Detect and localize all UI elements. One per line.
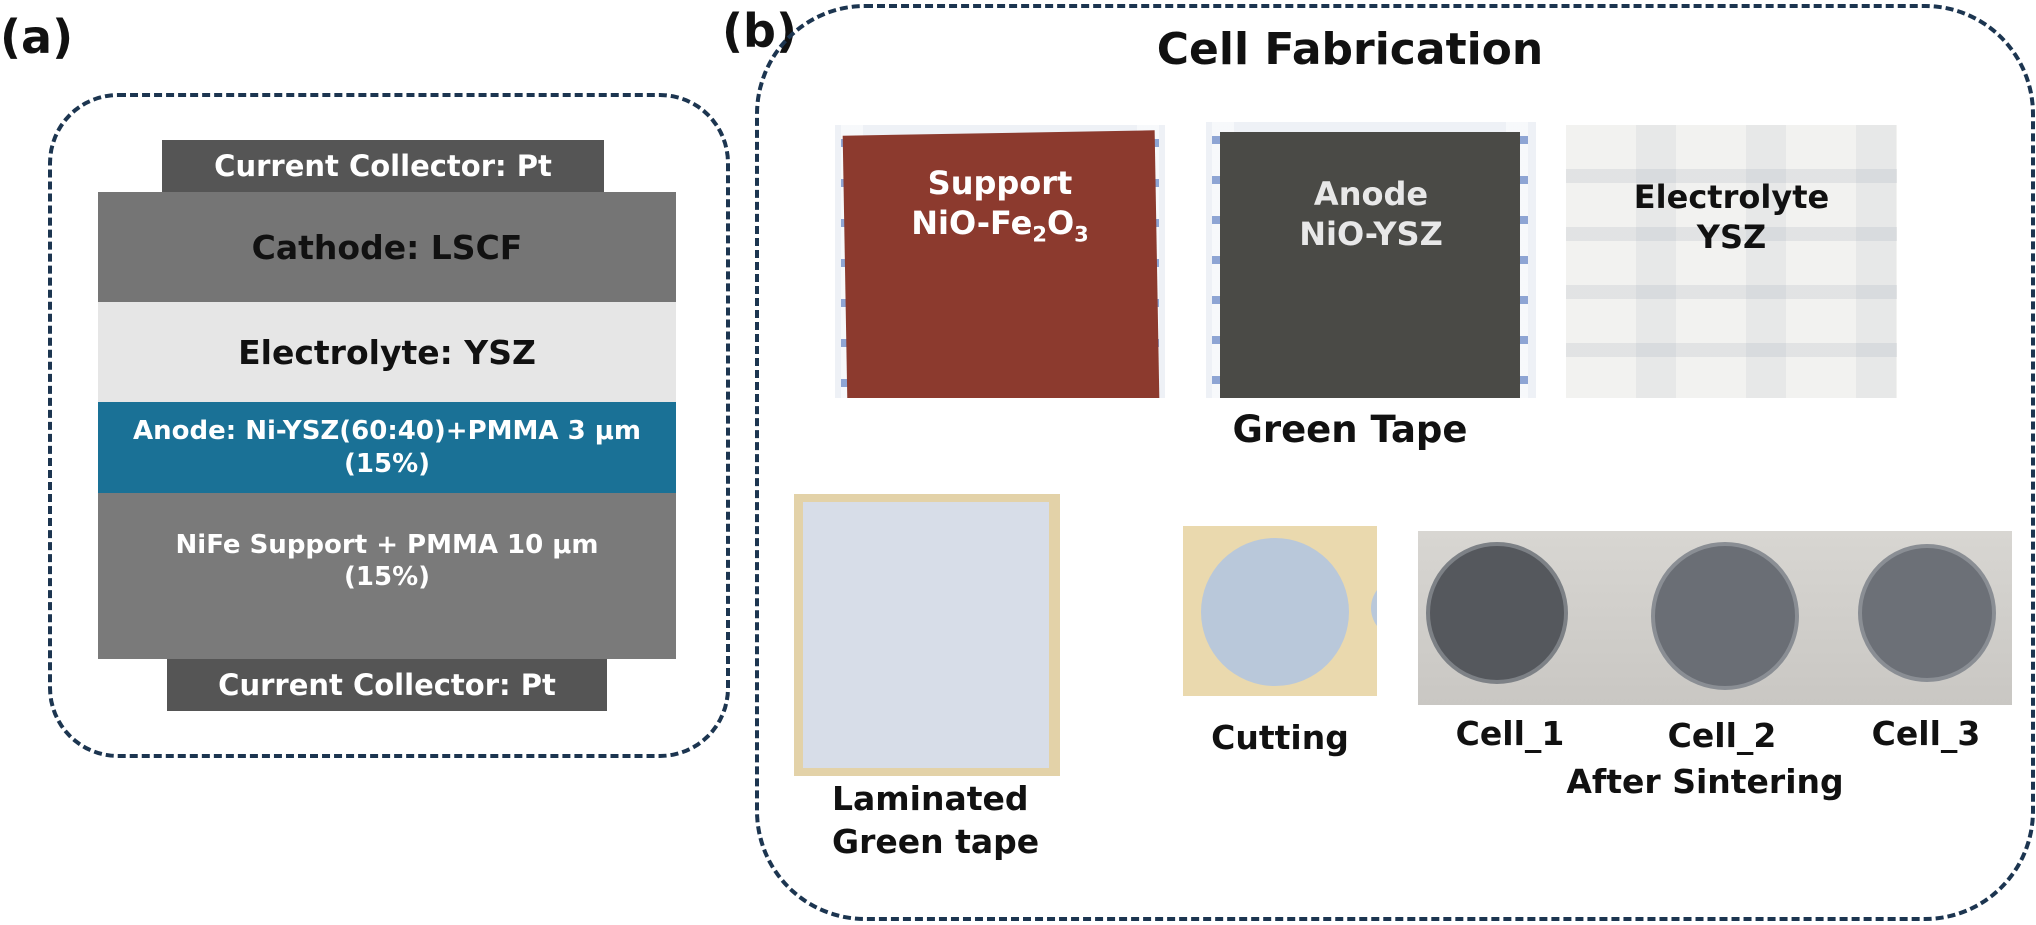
- electrolyte-tape-label-line2: YSZ: [1696, 218, 1767, 256]
- support-tape-photo: Support NiO-Fe2O3: [835, 125, 1165, 398]
- electrolyte-tape-label: Electrolyte YSZ: [1566, 177, 1897, 257]
- sintered-cell-3: [1858, 544, 1996, 682]
- green-tape-caption: Green Tape: [1232, 408, 1468, 451]
- sintered-cells-photo: [1418, 531, 2012, 705]
- after-sintering-caption: After Sintering: [1566, 762, 1844, 801]
- support-tape-formula-sub2: 3: [1074, 222, 1089, 247]
- electrolyte-layer: Electrolyte: YSZ: [98, 302, 676, 402]
- cathode-label: Cathode: LSCF: [251, 227, 523, 267]
- electrolyte-label: Electrolyte: YSZ: [238, 332, 536, 372]
- panel-b-frame: [755, 4, 2035, 921]
- current-collector-bottom: Current Collector: Pt: [167, 659, 607, 711]
- anode-tape-photo: Anode NiO-YSZ: [1206, 122, 1536, 398]
- support-label-line2: (15%): [344, 562, 430, 592]
- cutting-caption: Cutting: [1211, 718, 1349, 757]
- support-label-line1: NiFe Support + PMMA 10 μm: [175, 529, 599, 560]
- electrolyte-tape-label-line1: Electrolyte: [1633, 178, 1830, 216]
- cell-3-caption: Cell_3: [1871, 714, 1981, 753]
- support-tape-label: Support NiO-Fe2O3: [835, 163, 1165, 248]
- sintered-cell-2: [1651, 542, 1799, 690]
- anode-tape-label-line1: Anode: [1313, 175, 1429, 213]
- panel-a-frame: [48, 93, 730, 758]
- cut-disk: [1201, 538, 1349, 686]
- sintered-cell-1: [1426, 542, 1568, 684]
- anode-label-line1: Anode: Ni-YSZ(60:40)+PMMA 3 μm: [133, 416, 641, 446]
- anode-layer: Anode: Ni-YSZ(60:40)+PMMA 3 μm (15%): [98, 402, 676, 493]
- current-collector-top-label: Current Collector: Pt: [214, 149, 552, 183]
- electrolyte-tape-photo: Electrolyte YSZ: [1566, 125, 1897, 398]
- support-tape-label-line1: Support: [927, 164, 1073, 202]
- laminated-caption-line2: Green tape: [832, 821, 1040, 861]
- anode-tape-label-line2: NiO-YSZ: [1299, 215, 1443, 253]
- cell-2-caption: Cell_2: [1667, 716, 1777, 755]
- anode-tape-label: Anode NiO-YSZ: [1206, 174, 1536, 254]
- support-tape-formula-sub1: 2: [1032, 222, 1047, 247]
- anode-label-line2: (15%): [344, 448, 430, 479]
- nife-support-layer: NiFe Support + PMMA 10 μm (15%): [98, 493, 676, 659]
- cutting-photo: [1183, 526, 1377, 696]
- laminated-tape-sheet: [803, 502, 1049, 768]
- laminated-tape-photo: [794, 494, 1060, 776]
- cell-fabrication-title: Cell Fabrication: [1156, 24, 1544, 75]
- laminated-caption-line1: Laminated: [832, 779, 1029, 818]
- current-collector-bottom-label: Current Collector: Pt: [218, 668, 556, 702]
- laminated-caption: Laminated Green tape: [790, 778, 1060, 864]
- support-tape-formula-base: NiO-Fe: [911, 204, 1033, 242]
- support-tape-formula-mid: O: [1046, 204, 1075, 242]
- panel-a-label: (a): [0, 10, 74, 64]
- cell-1-caption: Cell_1: [1455, 714, 1565, 753]
- cathode-layer: Cathode: LSCF: [98, 192, 676, 302]
- current-collector-top: Current Collector: Pt: [162, 140, 604, 192]
- anode-tape-sheet: [1220, 132, 1520, 398]
